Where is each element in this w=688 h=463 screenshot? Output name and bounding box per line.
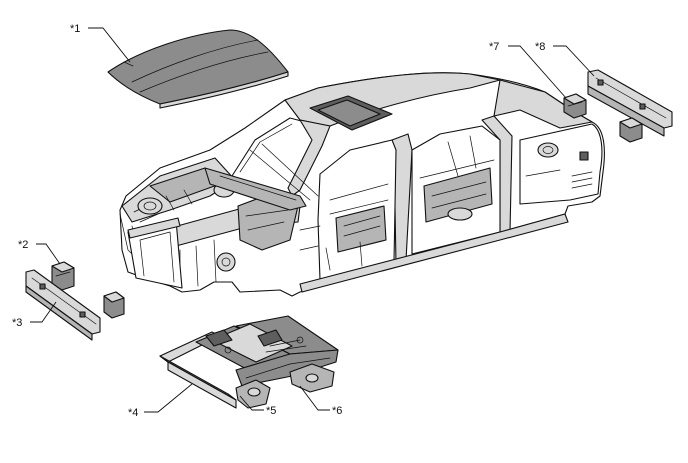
callout-3: *3 <box>12 317 22 329</box>
callout-4: *4 <box>128 407 138 419</box>
hood-panel <box>107 29 289 109</box>
callout-7: *7 <box>489 41 499 53</box>
rear-bumper-bracket-left <box>563 93 587 119</box>
leader-lines <box>30 27 595 413</box>
callout-2: *2 <box>18 239 28 251</box>
callout-5: *5 <box>266 405 276 417</box>
callout-1: *1 <box>70 23 80 35</box>
front-bumper-bracket-left <box>51 261 75 291</box>
rear-bumper-reinforcement <box>587 69 673 143</box>
front-suspension-subframe <box>159 315 339 409</box>
callout-8: *8 <box>535 41 545 53</box>
callout-labels: *1 *2 *3 *4 *5 *6 *7 *8 <box>12 23 545 419</box>
front-bumper-reinforcement <box>25 269 125 341</box>
body-shell <box>119 72 605 297</box>
callout-6: *6 <box>332 405 342 417</box>
